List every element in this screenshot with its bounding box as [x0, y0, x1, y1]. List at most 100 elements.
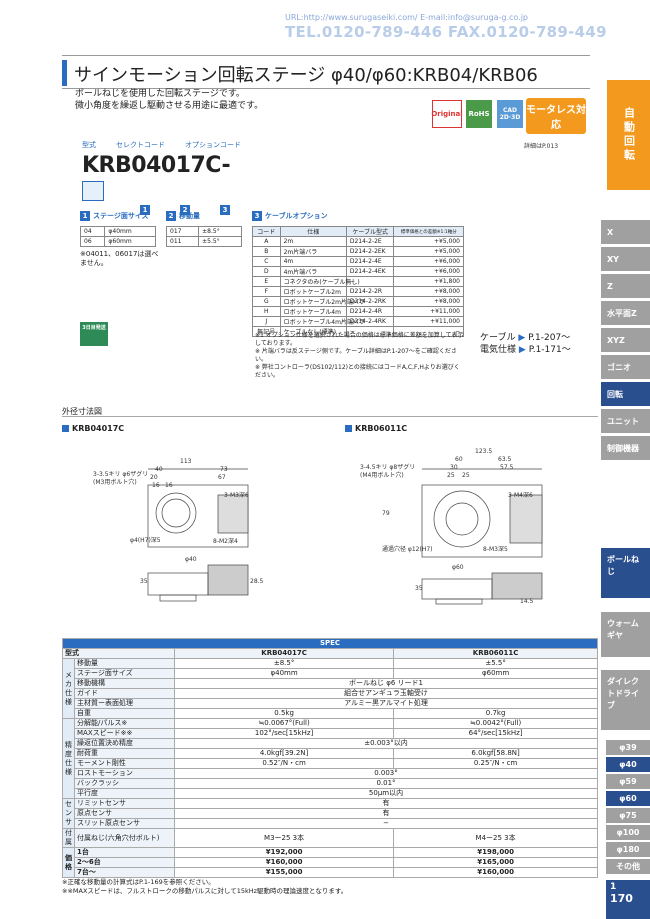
side-tab-worm[interactable]: ウォームギヤ	[601, 612, 650, 657]
cell: ケーブルなし(標準)	[279, 326, 347, 337]
cell: F	[252, 286, 281, 297]
cell: 4m	[279, 256, 347, 267]
spec-label: ロストモーション	[74, 768, 175, 779]
spec-value: 6.0kgf[58.8N]	[393, 748, 598, 759]
note-line: ※ 片端バラは反ステージ側です。ケーブル詳細はP.1-207〜をご確認ください。	[255, 348, 457, 363]
cell: 011	[165, 236, 200, 247]
ref-link[interactable]: P.1-207〜	[528, 333, 571, 343]
option-code-label: オプションコード	[185, 141, 241, 149]
ref-icon: ▶	[518, 345, 526, 355]
motorless-badge: モータレス対応	[526, 98, 586, 134]
spec-value: 102°/sec[15kHz]	[173, 728, 395, 739]
dim-label: (M4用ボルト穴)	[360, 472, 404, 479]
dim-label: 40	[155, 466, 163, 473]
dim-label: 113	[180, 458, 192, 465]
cell: D214-2-2R	[345, 286, 395, 297]
cell: +¥11,000	[393, 316, 464, 327]
page-title: サインモーション回転ステージ φ40/φ60:KRB04/KRB06	[74, 65, 538, 86]
num-badge: 1	[140, 205, 150, 215]
page-chapter: 1	[610, 882, 617, 892]
dim-label: φ60	[452, 564, 464, 571]
dim-label: 通過穴径 φ12(H7)	[382, 546, 433, 553]
cell: 2m片端バラ	[279, 246, 347, 257]
spec-value: 有	[174, 798, 598, 809]
spec-value: 0.003°	[174, 768, 598, 779]
side-tab[interactable]: ゴニオ	[601, 355, 650, 379]
intro-line: ボールねじを使用した回転ステージです。	[75, 89, 245, 99]
num-badge: 2	[166, 211, 176, 221]
side-tab-ballscrew[interactable]: ボールねじ	[601, 548, 650, 598]
side-tab-direct[interactable]: ダイレクトドライブ	[601, 670, 650, 730]
footnote: ※※MAXスピードは、フルストロークの移動パルスに対して15kHz駆動時の理論速…	[62, 887, 348, 895]
dim-label: 35	[415, 585, 423, 592]
phi-tab[interactable]: φ100	[606, 825, 650, 840]
spec-row: スリット原点センサ−	[63, 818, 598, 829]
cad-badge[interactable]: CAD 2D·3D	[497, 100, 523, 128]
price-qty: 1台	[74, 847, 175, 858]
spec-value: ±0.003°以内	[174, 738, 598, 749]
drawing-krb06	[421, 468, 543, 605]
type-label: 型式	[82, 141, 96, 149]
side-tab[interactable]: XY	[601, 247, 650, 271]
cell: ±8.5°	[198, 226, 242, 237]
phi-tab[interactable]: φ180	[606, 842, 650, 857]
phi-tab[interactable]: φ39	[606, 740, 650, 755]
col-header: 仕様	[279, 226, 347, 237]
phi-tab-active[interactable]: φ40	[606, 757, 650, 772]
side-tab[interactable]: X	[601, 220, 650, 244]
spec-label: 主材質ー表面処理	[74, 698, 175, 709]
ref-link[interactable]: P.1-171〜	[528, 345, 571, 355]
spec-row: 繰返位置決め精度±0.003°以内	[63, 738, 598, 749]
spec-label: 移動機構	[74, 678, 175, 689]
cell: B	[252, 246, 281, 257]
spec-value: φ40mm	[173, 668, 395, 679]
dim-label: 16	[152, 482, 160, 489]
side-tab[interactable]: 水平面Z	[601, 301, 650, 325]
side-tab[interactable]: Z	[601, 274, 650, 298]
phi-tab-active[interactable]: φ60	[606, 791, 650, 806]
sec2-table: 017±8.5° 011±5.5°	[165, 226, 242, 247]
col-header: コード	[252, 226, 281, 237]
spec-value: M4ー25 3本	[393, 828, 598, 848]
spec-row: 移動機構ボールねじ φ6 リード1	[63, 678, 598, 689]
cell: +¥5,000	[393, 236, 464, 247]
phi-tab[interactable]: φ75	[606, 808, 650, 823]
side-tab-active[interactable]: 回転	[601, 382, 650, 406]
spec-header: 型式	[62, 648, 175, 659]
side-main-tab[interactable]: 自動回転	[607, 80, 650, 190]
cell: ロボットケーブル4m片端バラ	[279, 316, 365, 327]
page-number: 1 170	[606, 880, 650, 919]
header-url[interactable]: URL:http://www.surugaseiki.com/ E-mail:i…	[285, 13, 528, 22]
spec-value: 64°/sec[15kHz]	[393, 728, 598, 739]
cell: D214-2-4E	[345, 256, 395, 267]
cell: ロボットケーブル2m	[279, 286, 347, 297]
side-tab[interactable]: ユニット	[601, 409, 650, 433]
phi-tab[interactable]: φ59	[606, 774, 650, 789]
cell: コネクタのみ(ケーブル無し)	[279, 276, 360, 287]
dim-label: φ4(H7)深5	[130, 537, 161, 544]
dim-label: 60	[455, 456, 463, 463]
side-tab[interactable]: 制御機器	[601, 436, 650, 460]
dim-label: 8-M3深5	[483, 546, 508, 553]
sec1-note: ※04011、06017は選べません。	[80, 250, 159, 267]
drawing-krb04	[147, 468, 249, 602]
detail-link[interactable]: 詳細はP.013	[524, 143, 559, 150]
side-tab[interactable]: XYZ	[601, 328, 650, 352]
price-value: ¥198,000	[393, 847, 598, 858]
spec-header: KRB04017C	[173, 648, 395, 659]
phi-tab[interactable]: その他	[606, 859, 650, 874]
table-row: 017±8.5°	[165, 226, 242, 237]
spec-header-row: 型式 KRB04017C KRB06011C	[62, 648, 598, 659]
cell: φ60mm	[104, 236, 156, 247]
cell: E	[252, 276, 281, 287]
original-badge: Original	[431, 100, 463, 128]
spec-value: 50μm以内	[174, 788, 598, 799]
